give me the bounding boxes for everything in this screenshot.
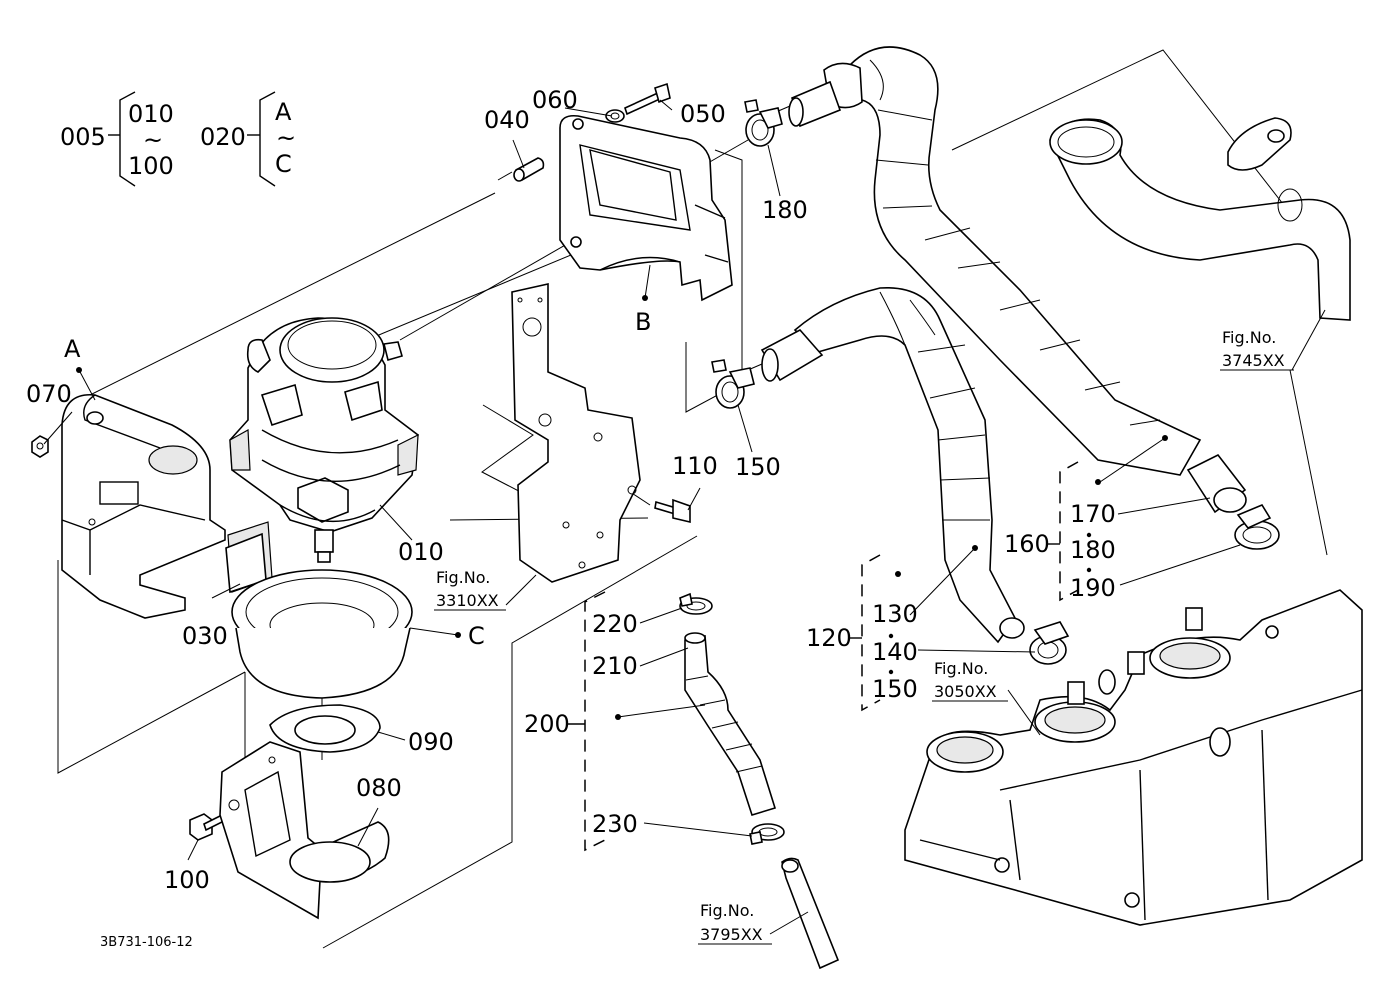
- label-150-top: 150: [735, 453, 781, 481]
- code-020: 020: [200, 123, 246, 151]
- brace-brackets: [108, 91, 276, 187]
- label-090: 090: [408, 728, 454, 756]
- clamp-150-top: [711, 359, 755, 409]
- label-a: A: [64, 335, 81, 363]
- drawing-code: 3B731-106-12: [100, 935, 193, 950]
- cylinder-head-3050: [904, 589, 1363, 926]
- range-tilde-005: ~: [143, 126, 163, 154]
- breather-tube-3795: [781, 857, 840, 970]
- code-120: 120: [806, 624, 852, 652]
- label-b: B: [635, 308, 651, 336]
- valve-assembly-010: [229, 317, 419, 563]
- hose-160: [788, 46, 1247, 514]
- code-005: 005: [60, 123, 106, 151]
- clamp-180-top: [744, 99, 783, 147]
- fig-ref-3745-prefix: Fig.No.: [1222, 328, 1276, 347]
- assembly-020-label: 020 A ~ C: [200, 98, 296, 178]
- label-220: 220: [592, 610, 638, 638]
- label-050: 050: [680, 100, 726, 128]
- clamp-190: [1234, 503, 1280, 550]
- fig-ref-3310-prefix: Fig.No.: [436, 568, 490, 587]
- bowl-c: [231, 569, 413, 699]
- label-080: 080: [356, 774, 402, 802]
- clamp-220: [679, 592, 713, 615]
- fig-ref-3050-number: 3050XX: [934, 682, 997, 701]
- bolt-110: [654, 498, 691, 524]
- label-180-top: 180: [762, 196, 808, 224]
- fig-ref-3795-prefix: Fig.No.: [700, 901, 754, 920]
- label-100: 100: [164, 866, 210, 894]
- range-tilde-020: ~: [276, 124, 296, 152]
- group-120-labels: 120 130 140 150: [806, 600, 918, 703]
- label-010: 010: [398, 538, 444, 566]
- bracket-080: [219, 741, 390, 920]
- reference-frames: [57, 49, 1351, 949]
- fig-ref-3310: Fig.No. 3310XX: [434, 568, 506, 611]
- label-150: 150: [872, 675, 918, 703]
- clamp-140: [1029, 621, 1070, 665]
- range-to-100: 100: [128, 152, 174, 180]
- nut-070: [31, 435, 49, 458]
- code-160: 160: [1004, 530, 1050, 558]
- fig-ref-3795-number: 3795XX: [700, 925, 763, 944]
- label-170: 170: [1070, 500, 1116, 528]
- washer-060: [605, 109, 625, 123]
- label-140: 140: [872, 638, 918, 666]
- callout-leaders: [43, 99, 1326, 935]
- clamp-230: [749, 823, 785, 845]
- assembly-005-label: 005 010 ~ 100: [60, 100, 174, 180]
- label-c: C: [468, 622, 485, 650]
- fig-ref-3795: Fig.No. 3795XX: [698, 901, 772, 945]
- fig-ref-3745: Fig.No. 3745XX: [1220, 328, 1294, 371]
- bracket-3310: [511, 283, 641, 583]
- fig-ref-3050-prefix: Fig.No.: [934, 659, 988, 678]
- range-to-c: C: [275, 150, 292, 178]
- label-210: 210: [592, 652, 638, 680]
- bushing-040: [513, 157, 545, 182]
- label-060: 060: [532, 86, 578, 114]
- label-110: 110: [672, 452, 718, 480]
- label-030: 030: [182, 622, 228, 650]
- range-from-a: A: [275, 98, 292, 126]
- group-200-labels: 200 220 210 230: [524, 610, 638, 838]
- label-190: 190: [1070, 574, 1116, 602]
- label-040: 040: [484, 106, 530, 134]
- code-200: 200: [524, 710, 570, 738]
- label-230: 230: [592, 810, 638, 838]
- pipe-3745: [1049, 117, 1351, 321]
- fig-ref-3050: Fig.No. 3050XX: [932, 659, 1008, 702]
- label-130: 130: [872, 600, 918, 628]
- fig-ref-3310-number: 3310XX: [436, 591, 499, 610]
- hose-200: [684, 632, 777, 816]
- label-070: 070: [26, 380, 72, 408]
- group-160-labels: 160 170 180 190: [1004, 500, 1116, 602]
- bolt-050: [624, 82, 671, 116]
- label-180: 180: [1070, 536, 1116, 564]
- gasket-090: [269, 704, 381, 753]
- part-labels: 040 060 050 180 B A 070 150 110 010 030 …: [26, 86, 808, 894]
- upper-housing-b: [559, 114, 733, 302]
- hose-120: [760, 287, 1025, 644]
- range-from-010: 010: [128, 100, 174, 128]
- fig-ref-3745-number: 3745XX: [1222, 351, 1285, 370]
